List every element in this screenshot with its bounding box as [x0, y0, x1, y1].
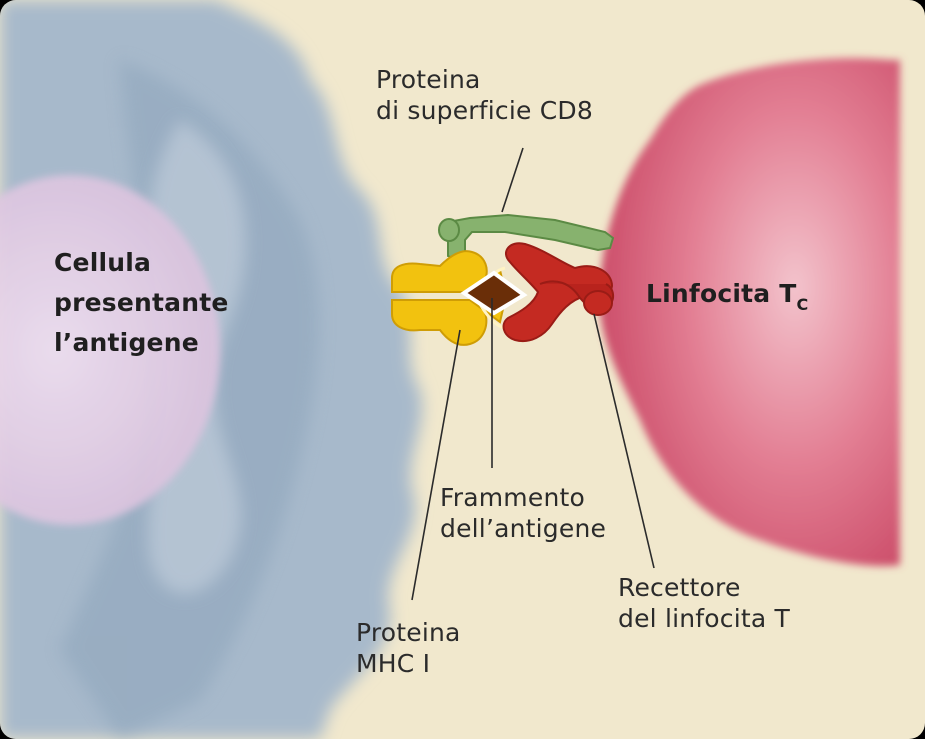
apc-nucleus	[0, 175, 220, 525]
mhc-label-line1: Proteina	[356, 618, 461, 647]
mhc-label: Proteina MHC I	[356, 617, 461, 679]
apc-label-line3: l’antigene	[54, 328, 199, 357]
fragment-label-line2: dell’antigene	[440, 514, 607, 543]
mhc-leader	[411, 329, 461, 601]
tcr-protein	[502, 242, 614, 342]
t-cell	[599, 58, 900, 566]
leader-lines	[411, 147, 655, 601]
apc-label-line2: presentante	[54, 288, 229, 317]
t-cell-label-subscript: C	[796, 295, 809, 314]
antigen-fragment	[460, 270, 528, 316]
apc-label: Cellula presentante l’antigene	[54, 243, 229, 363]
tcr-leader	[593, 313, 655, 569]
tcr-label-line2: del linfocita T	[618, 604, 791, 633]
cd8-leader	[501, 147, 524, 213]
cd8-label-line1: Proteina	[376, 65, 481, 94]
tcr-label-line1: Recettore	[618, 573, 741, 602]
tcr-label: Recettore del linfocita T	[618, 572, 790, 634]
cd8-label-line2: di superficie CD8	[376, 96, 593, 125]
cd8-label: Proteina di superficie CD8	[376, 64, 593, 126]
mhc-label-line2: MHC I	[356, 649, 431, 678]
apc-cell	[0, 0, 423, 739]
apc-label-line1: Cellula	[54, 248, 152, 277]
fragment-label-line1: Frammento	[440, 483, 585, 512]
fragment-label: Frammento dell’antigene	[440, 482, 606, 544]
t-cell-label: Linfocita TC	[646, 278, 809, 314]
t-cell-label-main: Linfocita T	[646, 279, 797, 308]
